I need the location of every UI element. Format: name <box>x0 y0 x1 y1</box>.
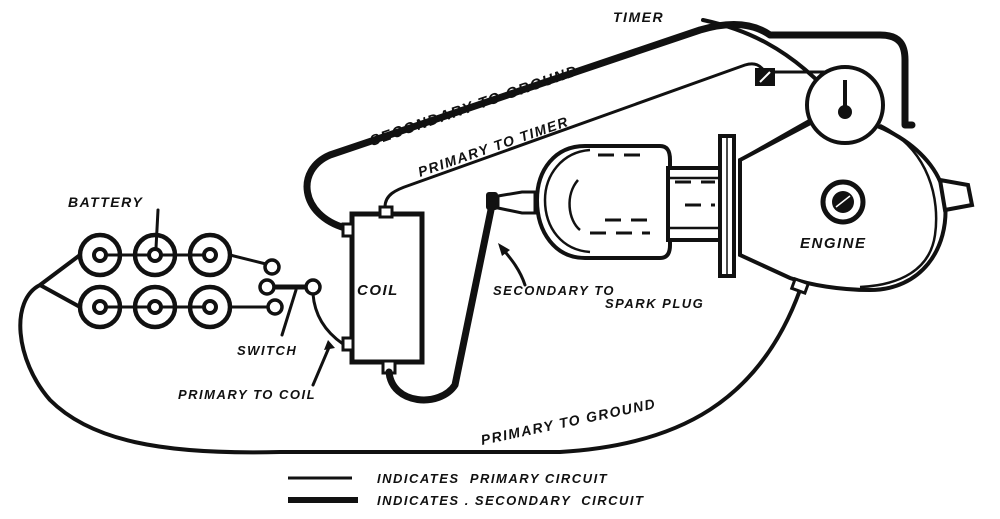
ground-terminal <box>789 276 811 296</box>
label-switch: SWITCH <box>237 343 297 358</box>
wire-secondary-to-ground <box>303 20 916 232</box>
switch-label-pointer <box>280 288 298 337</box>
battery-row-bottom <box>77 284 233 330</box>
battery <box>77 208 233 330</box>
switch-contact-left <box>258 278 276 296</box>
label-primary-to-coil: PRIMARY TO COIL <box>178 387 316 402</box>
primary-to-coil-pointer <box>311 343 332 387</box>
arrowhead <box>324 340 335 350</box>
cylinder-inner-curve <box>543 148 591 254</box>
coil-terminal-left-top <box>341 222 355 238</box>
timer <box>744 65 885 159</box>
battery-cell-terminal <box>147 299 163 315</box>
timer-hub <box>838 105 852 119</box>
battery-cell-terminal <box>202 247 218 263</box>
wire-secondary-to-spark-plug <box>385 201 496 404</box>
label-timer: TIMER <box>613 9 664 25</box>
legend-primary-text: INDICATES PRIMARY CIRCUIT <box>377 471 608 486</box>
label-battery: BATTERY <box>68 194 143 210</box>
wire-primary-to-coil <box>311 292 345 346</box>
wire-primary-to-ground <box>18 253 802 455</box>
battery-cell-terminal <box>202 299 218 315</box>
battery-cell-terminal <box>92 299 108 315</box>
battery-cell-terminal <box>147 247 163 263</box>
battery-row-top <box>77 232 233 278</box>
switch-contact-bottom <box>266 298 284 316</box>
legend: INDICATES PRIMARY CIRCUIT INDICATES . SE… <box>288 471 644 508</box>
engine-flywheel-boss <box>937 177 975 213</box>
legend-secondary-text: INDICATES . SECONDARY CIRCUIT <box>377 493 644 508</box>
spark-plug-label-arrow <box>500 246 527 287</box>
label-spark-plug: SPARK PLUG <box>605 296 704 311</box>
cylinder-inner-curve-2 <box>568 179 581 231</box>
label-engine: ENGINE <box>800 235 867 252</box>
arrowhead <box>498 243 510 256</box>
coil-box <box>349 211 425 365</box>
engine-cylinder-head <box>534 144 672 260</box>
engine-crankcase-inner <box>859 123 938 289</box>
label-secondary-to: SECONDARY TO <box>493 283 615 298</box>
coil-terminal-top <box>378 205 394 219</box>
battery-label-pointer <box>154 208 160 250</box>
spark-plug-body <box>496 190 537 215</box>
coil-label: COIL <box>357 282 399 299</box>
engine <box>486 115 975 293</box>
coil: COIL <box>341 205 425 375</box>
label-primary-to-ground: PRIMARY TO GROUND <box>479 395 657 448</box>
switch-pivot <box>304 278 322 296</box>
wire-battery-to-switch <box>228 253 268 266</box>
battery-cell-terminal <box>92 247 108 263</box>
switch-contact-top <box>263 258 281 276</box>
timer-link <box>744 118 811 159</box>
shaft-hatch <box>835 195 851 208</box>
timer-hatch <box>759 71 771 83</box>
switch <box>228 253 322 337</box>
